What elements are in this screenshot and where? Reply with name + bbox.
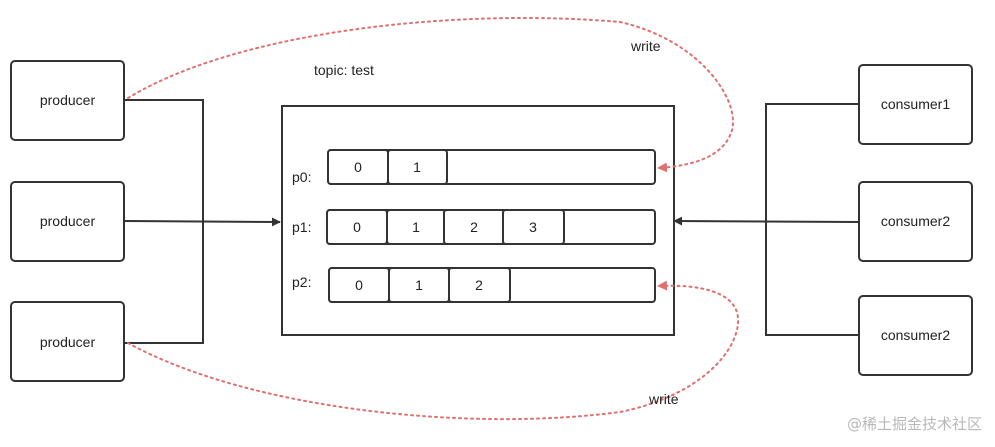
write-label-top: write (630, 38, 661, 54)
producer-label: producer (40, 213, 96, 229)
consumer-label: consumer2 (881, 213, 950, 229)
offset-value: 1 (412, 219, 420, 235)
offset-cell (387, 149, 448, 185)
producer-node-3: producer (10, 301, 125, 382)
consumer-node-3: consumer2 (858, 295, 973, 376)
offset-value: 2 (470, 219, 478, 235)
partition-label: p1: (292, 219, 311, 235)
partition-p1: p1: 0 1 2 3 (292, 209, 656, 245)
consumer-node-1: consumer1 (858, 64, 973, 145)
offset-value: 0 (354, 159, 362, 175)
offset-cell (448, 267, 511, 303)
write-label-bottom: write (648, 391, 679, 407)
offset-cell (502, 209, 565, 245)
producer-to-topic-arrow (123, 217, 281, 227)
offset-value: 2 (475, 277, 483, 293)
producer-node-2: producer (10, 181, 125, 262)
producer-label: producer (40, 334, 96, 350)
offset-value: 0 (355, 277, 363, 293)
write-arrow-top (127, 17, 734, 173)
offset-value: 0 (353, 219, 361, 235)
offset-value: 1 (413, 159, 421, 175)
offset-value: 1 (415, 277, 423, 293)
watermark: @稀土掘金技术社区 (847, 415, 982, 433)
partition-label: p0: (292, 169, 311, 185)
topic-label: topic: test (314, 62, 374, 78)
consumer-to-topic-arrow (673, 216, 860, 226)
partition-label: p2: (292, 274, 311, 290)
consumer-label: consumer2 (881, 327, 950, 343)
partition-p0: p0: 0 1 (292, 149, 656, 185)
consumer-node-2: consumer2 (858, 181, 973, 262)
producer-node-1: producer (10, 60, 125, 141)
producer-label: producer (40, 92, 96, 108)
offset-value: 3 (529, 219, 537, 235)
partition-p2: p2: 0 1 2 (292, 267, 656, 303)
write-arrow-bottom (127, 280, 740, 421)
consumer-label: consumer1 (881, 96, 950, 112)
consumer-bus-line (765, 103, 859, 336)
